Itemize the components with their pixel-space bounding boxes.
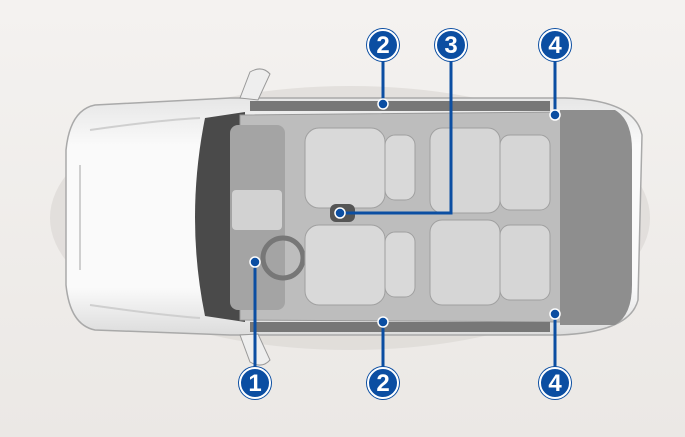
- leader-lines: [253, 60, 557, 368]
- callout-4-top: 4: [539, 29, 571, 61]
- leader-dots: [249, 98, 561, 328]
- callout-4-bottom: 4: [539, 367, 571, 399]
- center-console: [232, 190, 282, 230]
- callout-2-bottom: 2: [367, 367, 399, 399]
- front-seats: [304, 127, 416, 306]
- callout-3-top: 3: [435, 29, 467, 61]
- callout-2-top: 2: [367, 29, 399, 61]
- mirror-left: [239, 68, 271, 101]
- rear-seats: [429, 127, 551, 306]
- cargo-area: [560, 110, 632, 325]
- steering-wheel: [260, 235, 306, 281]
- callout-1-bottom: 1: [239, 367, 271, 399]
